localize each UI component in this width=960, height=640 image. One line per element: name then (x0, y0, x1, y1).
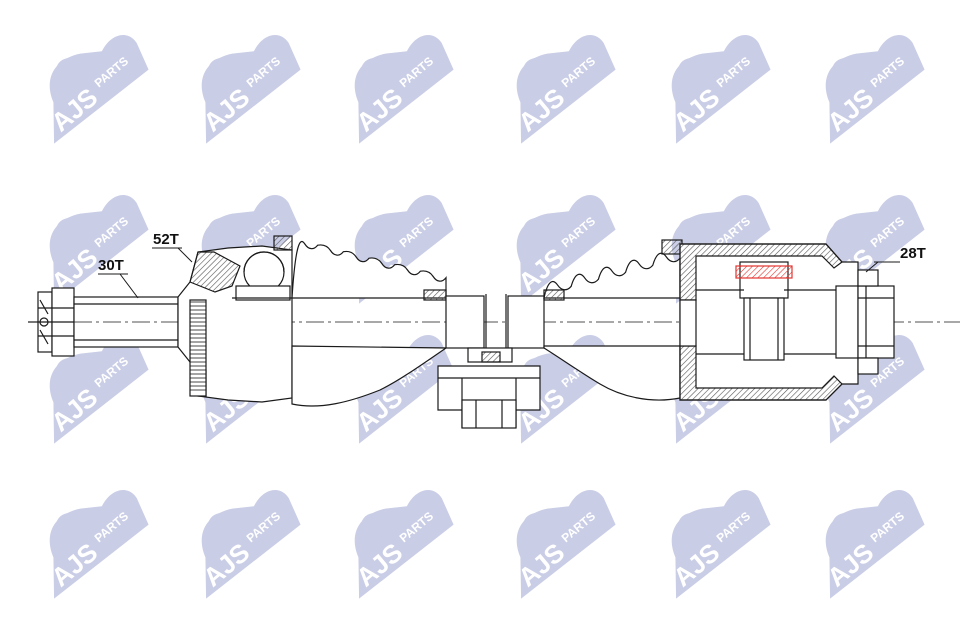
watermark-disc (522, 513, 549, 540)
watermark-swoosh (516, 489, 616, 599)
outer-spline-label: 30T (98, 257, 124, 274)
watermark-disc (55, 218, 82, 245)
inner-boot (543, 239, 683, 401)
watermark-disc (207, 218, 234, 245)
damper-weight (437, 347, 541, 429)
watermark-disc (522, 218, 549, 245)
watermark-disc (677, 218, 704, 245)
watermark-disc (522, 58, 549, 85)
watermark-swoosh (825, 34, 925, 144)
watermark-swoosh (49, 194, 149, 304)
hub-nut (28, 287, 75, 357)
outer-boot (273, 235, 448, 407)
watermark-disc (55, 58, 82, 85)
watermark-swoosh (825, 489, 925, 599)
watermark-disc (831, 218, 858, 245)
inner-tripod-housing (679, 243, 895, 401)
watermark-disc (207, 513, 234, 540)
watermark-swoosh (516, 34, 616, 144)
watermark-disc (55, 513, 82, 540)
watermark-swoosh (354, 34, 454, 144)
watermark-disc (677, 513, 704, 540)
watermark-disc (207, 58, 234, 85)
watermark-swoosh (671, 34, 771, 144)
watermark-swoosh (201, 489, 301, 599)
watermark-swoosh (49, 34, 149, 144)
watermark-disc (831, 58, 858, 85)
watermark-swoosh (671, 489, 771, 599)
watermark-swoosh (49, 489, 149, 599)
outer-cv-housing (177, 245, 293, 403)
watermark-disc (360, 513, 387, 540)
watermark-disc (360, 218, 387, 245)
watermark-swoosh (201, 34, 301, 144)
watermark-disc (360, 58, 387, 85)
inner-spline-label: 28T (900, 245, 926, 262)
abs-ring-label: 52T (153, 231, 179, 248)
watermark-disc (831, 513, 858, 540)
watermark-disc (55, 358, 82, 385)
drive-shaft-drawing (28, 235, 960, 429)
leader-lines (98, 247, 900, 299)
main-shaft (445, 294, 545, 350)
watermark-swoosh (354, 489, 454, 599)
watermark-disc (677, 58, 704, 85)
